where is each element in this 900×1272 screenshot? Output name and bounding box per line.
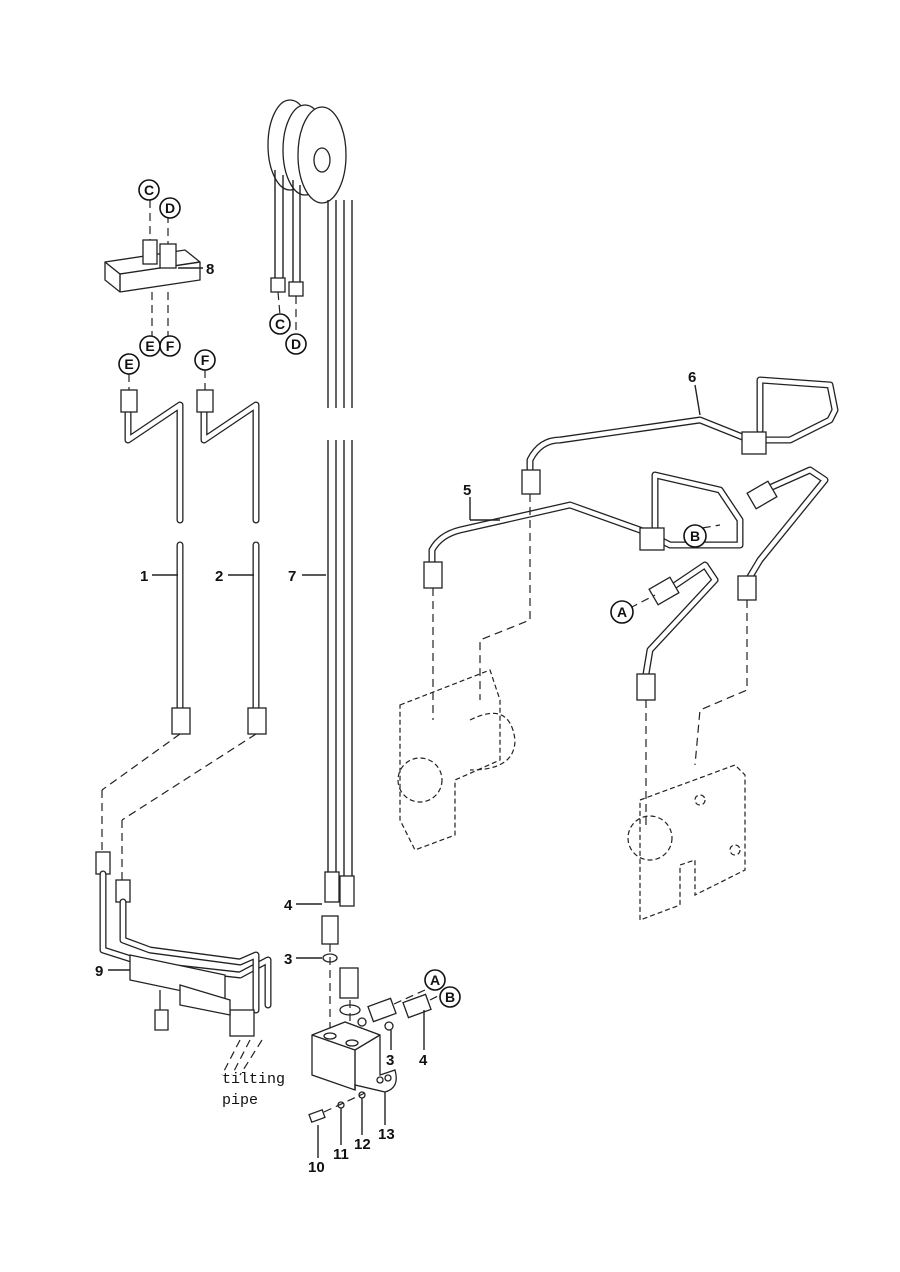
callout-f-pipe: F <box>201 352 210 368</box>
part-number-12: 12 <box>354 1136 371 1153</box>
callout-f-block: F <box>166 338 175 354</box>
part-number-6: 6 <box>688 369 696 386</box>
callout-b-pipe: B <box>690 528 700 544</box>
part-5-pipe <box>423 471 744 701</box>
callout-a-fitting: A <box>430 972 440 988</box>
part-number-10: 10 <box>308 1159 325 1176</box>
part-number-1: 1 <box>140 568 148 585</box>
part-number-3-lower: 3 <box>386 1052 394 1069</box>
leader-lines <box>108 384 721 1158</box>
part-number-4: 4 <box>284 897 293 914</box>
part-13-bracket <box>311 1021 397 1093</box>
part-number-4-lower: 4 <box>419 1052 428 1069</box>
callout-d-top: D <box>165 200 175 216</box>
part-number-11: 11 <box>333 1146 349 1163</box>
part-number-9: 9 <box>95 963 103 980</box>
fittings-stack <box>321 915 441 1031</box>
part-2-pipe <box>196 389 267 735</box>
callout-c-top: C <box>144 182 154 198</box>
part-9-tilting-pipe-assembly <box>95 851 272 1037</box>
tilting-pipe-note-line1: tilting <box>222 1071 285 1088</box>
connection-callouts: C D E F E F C D A B A B <box>118 179 707 1008</box>
callout-e-pipe: E <box>124 356 133 372</box>
part-1-pipe <box>120 389 191 735</box>
callout-d-hose: D <box>291 336 301 352</box>
part-number-3: 3 <box>284 951 292 968</box>
part-7-hose-coil <box>267 99 355 907</box>
part-number-8: 8 <box>206 261 214 278</box>
part-8-manifold-block <box>104 200 203 340</box>
part-number-13: 13 <box>378 1126 395 1143</box>
part-number-5: 5 <box>463 482 471 499</box>
tilting-pipe-note-line2: pipe <box>222 1092 258 1109</box>
valve-block-left <box>397 669 516 851</box>
callout-b-fitting: B <box>445 989 455 1005</box>
callout-e-block: E <box>145 338 154 354</box>
callout-c-hose: C <box>275 316 285 332</box>
part-6-pipe <box>521 376 839 601</box>
callout-a-pipe: A <box>617 604 627 620</box>
part-number-2: 2 <box>215 568 223 585</box>
part-number-7: 7 <box>288 568 296 585</box>
valve-block-right <box>627 764 746 921</box>
